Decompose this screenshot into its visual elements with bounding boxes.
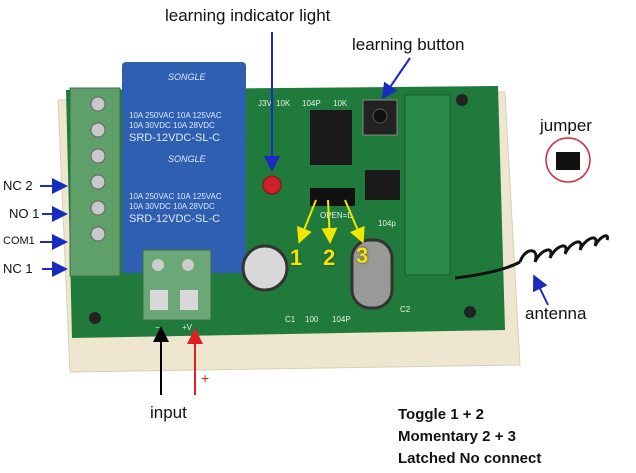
svg-text:SRD-12VDC-SL-C: SRD-12VDC-SL-C xyxy=(129,213,220,225)
terminal-label-no1: NO 1 xyxy=(9,206,40,221)
svg-text:10A 250VAC 10A 125VAC: 10A 250VAC 10A 125VAC xyxy=(129,111,222,120)
svg-text:−: − xyxy=(155,323,160,332)
jumper-highlight-circle xyxy=(545,137,591,183)
svg-text:SRD-12VDC-SL-C: SRD-12VDC-SL-C xyxy=(129,132,220,144)
jumper-part xyxy=(556,152,580,170)
ic-chip xyxy=(310,110,352,165)
antenna-label: antenna xyxy=(525,304,587,323)
ic-chip-small xyxy=(365,170,400,200)
learning-led xyxy=(262,175,282,195)
svg-text:J3V: J3V xyxy=(258,99,272,108)
mode-latched: Latched No connect xyxy=(398,450,542,467)
svg-text:10A 250VAC 10A 125VAC: 10A 250VAC 10A 125VAC xyxy=(129,192,222,201)
learning-indicator-light-label: learning indicator light xyxy=(165,6,331,25)
jumper-header xyxy=(310,188,355,206)
svg-text:C1: C1 xyxy=(285,315,296,324)
input-label: input xyxy=(150,403,187,422)
svg-text:OPEN=L: OPEN=L xyxy=(320,211,352,220)
plus-sign: + xyxy=(201,370,210,386)
jumper-label: jumper xyxy=(540,116,592,135)
svg-text:104P: 104P xyxy=(332,315,351,324)
svg-text:10A 30VDC 10A 28VDC: 10A 30VDC 10A 28VDC xyxy=(129,202,215,211)
svg-text:104P: 104P xyxy=(302,99,321,108)
svg-text:10K: 10K xyxy=(333,99,348,108)
antenna-coil xyxy=(454,234,610,280)
svg-text:10K: 10K xyxy=(276,99,291,108)
relay-1 xyxy=(122,62,246,144)
mode-momentary: Momentary 2 + 3 xyxy=(398,428,516,445)
terminal-label-nc2: NC 2 xyxy=(3,178,33,193)
mode-notes: Toggle 1 + 2 Momentary 2 + 3 Latched No … xyxy=(398,404,541,470)
jumper-position-1: 1 xyxy=(290,245,303,270)
capacitor-c1 xyxy=(241,244,289,292)
svg-text:104p: 104p xyxy=(378,219,396,228)
terminal-label-nc1: NC 1 xyxy=(3,261,33,276)
jumper-position-2: 2 xyxy=(323,245,336,270)
rf-module xyxy=(404,94,451,276)
svg-text:+V: +V xyxy=(182,323,193,332)
button-arrow xyxy=(381,57,411,100)
jumper-position-3: 3 xyxy=(356,243,369,268)
mode-toggle: Toggle 1 + 2 xyxy=(398,406,484,423)
relay-2 xyxy=(122,143,246,273)
learning-button-label: learning button xyxy=(352,35,465,54)
svg-text:SONGLE: SONGLE xyxy=(168,72,207,82)
svg-text:C2: C2 xyxy=(400,305,411,314)
terminal-label-com1: COM1 xyxy=(3,235,35,247)
svg-text:SONGLE: SONGLE xyxy=(168,154,207,164)
svg-text:100: 100 xyxy=(305,315,319,324)
svg-text:10A 30VDC 10A 28VDC: 10A 30VDC 10A 28VDC xyxy=(129,121,215,130)
antenna-arrow xyxy=(532,274,549,306)
